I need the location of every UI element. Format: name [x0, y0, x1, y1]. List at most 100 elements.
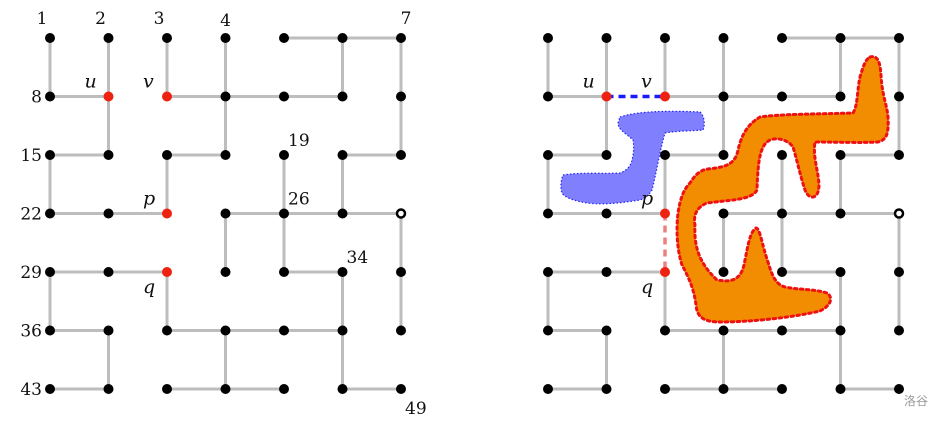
node-number: 22 — [20, 205, 42, 225]
grid-node — [718, 208, 729, 219]
node-number: 4 — [220, 11, 231, 31]
grid-node — [543, 384, 553, 394]
highlight-node — [162, 208, 172, 219]
grid-node — [396, 91, 406, 102]
node-number: 49 — [405, 399, 427, 419]
grid-node — [337, 208, 348, 219]
highlight-node — [162, 267, 172, 277]
grid-node — [543, 150, 553, 160]
grid-node — [396, 267, 406, 277]
grid-node — [103, 384, 114, 394]
orange-region — [675, 55, 890, 324]
vertex-label-u: u — [583, 71, 595, 93]
grid-node — [718, 150, 729, 160]
grid-node — [279, 91, 289, 102]
grid-node — [660, 150, 670, 160]
grid-node — [777, 325, 787, 336]
grid-node — [162, 325, 172, 336]
grid-node — [103, 208, 114, 219]
highlight-node — [660, 267, 670, 277]
grid-node — [543, 325, 553, 336]
grid-node — [103, 325, 114, 336]
node-number: 15 — [20, 146, 42, 166]
grid-node — [718, 325, 729, 336]
grid-node — [543, 33, 553, 43]
node-number: 7 — [401, 9, 412, 29]
node-number: 19 — [288, 131, 310, 151]
grid-node — [601, 267, 612, 277]
grid-node — [337, 384, 348, 394]
grid-node — [337, 267, 348, 277]
grid-node — [601, 208, 612, 219]
grid-node — [718, 33, 729, 43]
grid-node — [279, 33, 289, 43]
nodes — [45, 33, 407, 394]
grid-node — [279, 267, 289, 277]
node-number: 29 — [20, 263, 42, 283]
node-number: 36 — [20, 322, 42, 342]
grid-node — [337, 325, 348, 336]
grid-node — [337, 91, 348, 102]
grid-node — [45, 150, 55, 160]
highlight-node — [601, 91, 612, 102]
grid-node — [660, 325, 670, 336]
grid-node — [777, 150, 787, 160]
grid-node — [777, 33, 787, 43]
grid-node — [395, 208, 407, 219]
grid-node — [543, 208, 553, 219]
vertex-label-q: q — [143, 276, 155, 298]
edges — [546, 36, 901, 391]
grid-node — [220, 150, 231, 160]
vertex-label-p: p — [641, 188, 653, 210]
grid-node — [45, 91, 55, 102]
grid-node — [777, 91, 787, 102]
grid-node — [601, 150, 612, 160]
watermark: 洛谷 — [904, 393, 928, 408]
vertex-label-v: v — [143, 71, 154, 93]
grid-node — [835, 91, 846, 102]
grid-node — [835, 384, 846, 394]
grid-node — [718, 91, 729, 102]
grid-node — [543, 267, 553, 277]
grid-node — [396, 150, 406, 160]
grid-node — [601, 325, 612, 336]
grid-node — [835, 208, 846, 219]
grid-node — [396, 33, 406, 43]
node-number: 8 — [31, 88, 42, 108]
vertex-label-p: p — [143, 188, 155, 210]
grid-node — [220, 208, 231, 219]
vertex-label-u: u — [85, 71, 97, 93]
grid-node — [45, 267, 55, 277]
grid-node — [279, 384, 289, 394]
node-number: 26 — [288, 190, 310, 210]
grid-node — [660, 384, 670, 394]
highlight-node — [103, 91, 114, 102]
grid-node — [103, 33, 114, 43]
grid-node — [220, 267, 231, 277]
grid-node — [835, 150, 846, 160]
grid-node — [543, 91, 553, 102]
highlight-node — [660, 91, 670, 102]
grid-node — [894, 267, 904, 277]
grid-node — [279, 150, 289, 160]
vertex-label-v: v — [641, 71, 652, 93]
grid-node — [396, 325, 406, 336]
nodes — [543, 33, 905, 394]
grid-node — [894, 33, 904, 43]
grid-node — [45, 33, 55, 43]
grid-node — [396, 384, 406, 394]
grid-node — [835, 267, 846, 277]
grid-node — [337, 150, 348, 160]
grid-node — [894, 150, 904, 160]
grid-node — [279, 325, 289, 336]
grid-node — [103, 150, 114, 160]
grid-node — [279, 208, 289, 219]
grid-node — [162, 384, 172, 394]
grid-node — [45, 384, 55, 394]
grid-node — [777, 267, 787, 277]
node-number: 43 — [20, 380, 42, 400]
grid-node — [894, 325, 904, 336]
